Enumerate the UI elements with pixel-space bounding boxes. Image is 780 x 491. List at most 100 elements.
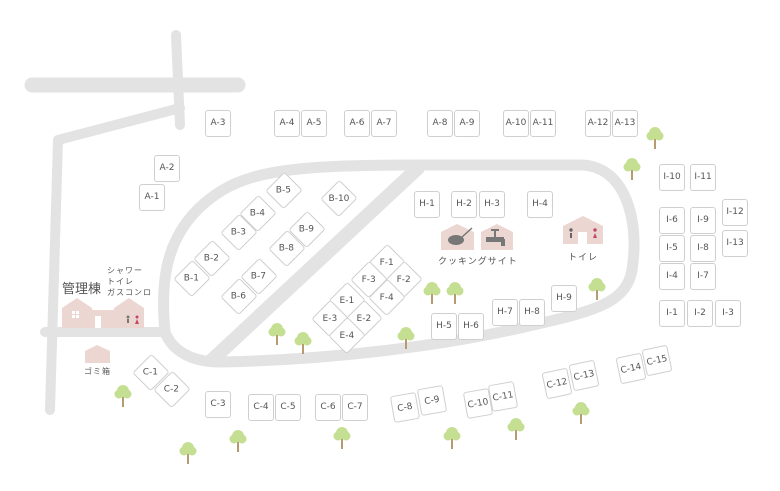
trash-label: ゴミ箱: [84, 367, 111, 376]
campsite-a-11[interactable]: A-11: [530, 109, 556, 137]
campsite-label: C-11: [491, 389, 515, 403]
campsite-h-1[interactable]: H-1: [414, 190, 440, 218]
campsite-a-7[interactable]: A-7: [371, 109, 397, 137]
campsite-label: E-3: [322, 312, 338, 323]
campsite-c-13[interactable]: C-13: [568, 359, 600, 391]
campsite-label: F-2: [396, 274, 412, 284]
campsite-i-6[interactable]: I-6: [659, 206, 685, 234]
campsite-label: I-4: [666, 271, 678, 281]
campsite-label: F-1: [379, 257, 395, 267]
cooking-site-label: クッキングサイト: [438, 257, 518, 267]
campsite-h-8[interactable]: H-8: [519, 298, 545, 326]
campsite-c-6[interactable]: C-6: [315, 393, 341, 421]
campsite-h-2[interactable]: H-2: [451, 190, 477, 218]
campsite-h-9[interactable]: H-9: [551, 284, 577, 312]
campsite-c-5[interactable]: C-5: [275, 393, 301, 421]
campsite-label: C-13: [572, 367, 596, 383]
campsite-i-9[interactable]: I-9: [690, 206, 716, 234]
campsite-a-9[interactable]: A-9: [454, 109, 480, 137]
campsite-c-15[interactable]: C-15: [641, 344, 673, 376]
campsite-label: H-2: [456, 199, 472, 209]
campsite-h-7[interactable]: H-7: [492, 298, 518, 326]
campsite-i-12[interactable]: I-12: [722, 198, 748, 226]
campsite-a-4[interactable]: A-4: [274, 109, 300, 137]
campsite-a-5[interactable]: A-5: [301, 109, 327, 137]
campsite-a-1[interactable]: A-1: [139, 183, 165, 211]
campsite-label: I-1: [666, 308, 678, 318]
campsite-label: I-8: [697, 243, 709, 253]
campsite-c-8[interactable]: C-8: [389, 391, 421, 423]
admin-building-icon[interactable]: [62, 296, 146, 328]
campsite-label: F-3: [361, 274, 377, 284]
campsite-c-12[interactable]: C-12: [541, 367, 573, 399]
campsite-label: A-3: [210, 118, 226, 128]
campsite-c-9[interactable]: C-9: [416, 384, 448, 416]
campsite-i-3[interactable]: I-3: [715, 299, 741, 327]
campsite-label: B-3: [231, 227, 247, 237]
tree-icon: [423, 280, 441, 304]
campsite-label: E-4: [339, 329, 355, 340]
campsite-h-3[interactable]: H-3: [479, 190, 505, 218]
tree-icon: [446, 280, 464, 304]
cooking-site-icon[interactable]: [441, 224, 517, 250]
campsite-a-2[interactable]: A-2: [154, 154, 180, 182]
campsite-i-10[interactable]: I-10: [659, 163, 685, 191]
campsite-label: A-9: [459, 118, 475, 128]
campsite-h-5[interactable]: H-5: [431, 312, 457, 340]
campsite-i-13[interactable]: I-13: [722, 229, 748, 257]
campsite-label: B-10: [328, 193, 350, 203]
campsite-c-14[interactable]: C-14: [615, 352, 647, 384]
campsite-c-3[interactable]: C-3: [205, 390, 231, 418]
tree-icon: [114, 383, 132, 407]
admin-service-gas-stove: ガスコンロ: [107, 288, 152, 297]
campsite-a-10[interactable]: A-10: [503, 109, 529, 137]
campsite-label: B-1: [184, 273, 200, 283]
campsite-i-5[interactable]: I-5: [659, 234, 685, 262]
campsite-h-4[interactable]: H-4: [527, 190, 553, 218]
campsite-label: I-9: [697, 215, 709, 225]
campsite-i-4[interactable]: I-4: [659, 262, 685, 290]
campsite-label: B-6: [231, 291, 247, 301]
campsite-label: A-10: [505, 118, 527, 128]
campsite-c-11[interactable]: C-11: [487, 380, 519, 412]
campsite-c-4[interactable]: C-4: [248, 393, 274, 421]
campsite-label: A-11: [532, 118, 554, 128]
campsite-c-7[interactable]: C-7: [342, 393, 368, 421]
campsite-label: A-6: [349, 118, 365, 128]
campsite-i-11[interactable]: I-11: [690, 163, 716, 191]
campsite-label: C-10: [466, 396, 490, 410]
campsite-label: A-1: [144, 192, 160, 202]
campsite-label: E-1: [339, 294, 355, 305]
campsite-label: I-7: [697, 271, 709, 281]
campsite-a-12[interactable]: A-12: [585, 109, 611, 137]
campsite-label: A-13: [614, 118, 636, 128]
campsite-h-6[interactable]: H-6: [458, 312, 484, 340]
campsite-label: H-5: [436, 321, 452, 331]
toilet-label: トイレ: [568, 253, 599, 263]
campsite-label: I-13: [726, 238, 744, 248]
campsite-label: H-4: [532, 199, 548, 209]
campsite-i-7[interactable]: I-7: [690, 262, 716, 290]
campsite-i-2[interactable]: I-2: [687, 299, 713, 327]
campsite-i-8[interactable]: I-8: [690, 234, 716, 262]
campsite-a-6[interactable]: A-6: [344, 109, 370, 137]
campsite-label: H-6: [463, 321, 479, 331]
campsite-a-3[interactable]: A-3: [205, 109, 231, 137]
campsite-a-8[interactable]: A-8: [427, 109, 453, 137]
campsite-label: E-2: [356, 312, 372, 323]
campsite-label: H-8: [524, 307, 540, 317]
tree-icon: [294, 330, 312, 354]
campsite-i-1[interactable]: I-1: [659, 299, 685, 327]
tree-icon: [268, 321, 286, 345]
campsite-label: C-2: [164, 383, 180, 394]
campsite-label: B-4: [250, 208, 266, 218]
campsite-label: C-15: [645, 352, 669, 368]
campsite-a-13[interactable]: A-13: [612, 109, 638, 137]
tree-icon: [333, 425, 351, 449]
campsite-label: A-7: [376, 118, 392, 128]
toilet-building-icon[interactable]: [563, 216, 603, 244]
trash-building-icon: [85, 345, 110, 363]
road-loop: [158, 159, 640, 368]
campsite-label: A-4: [279, 118, 295, 128]
campsite-label: I-11: [694, 172, 712, 182]
